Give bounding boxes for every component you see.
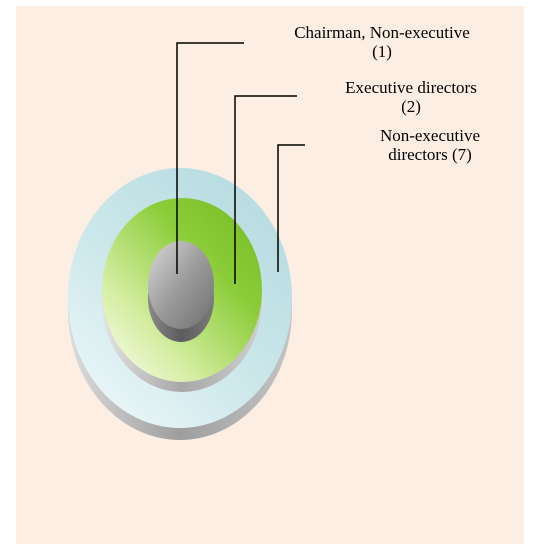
leader-line-executive-directors bbox=[234, 95, 297, 284]
label-chairman: Chairman, Non-executive (1) bbox=[254, 23, 510, 61]
label-chairman-line-2: (1) bbox=[372, 42, 392, 61]
label-executive-directors-line-1: Executive directors bbox=[345, 78, 477, 97]
label-executive-directors: Executive directors (2) bbox=[312, 78, 510, 116]
leader-line-chairman bbox=[176, 42, 244, 274]
label-executive-directors-line-2: (2) bbox=[401, 97, 421, 116]
label-non-executive-directors: Non-executive directors (7) bbox=[352, 126, 508, 164]
label-non-executive-directors-line-1: Non-executive bbox=[379, 126, 481, 145]
label-chairman-line-1: Chairman, Non-executive bbox=[294, 23, 470, 42]
label-non-executive-directors-line-2: directors (7) bbox=[388, 145, 472, 164]
leader-line-non-executive-directors bbox=[277, 144, 305, 272]
ring-chairman bbox=[148, 241, 214, 342]
